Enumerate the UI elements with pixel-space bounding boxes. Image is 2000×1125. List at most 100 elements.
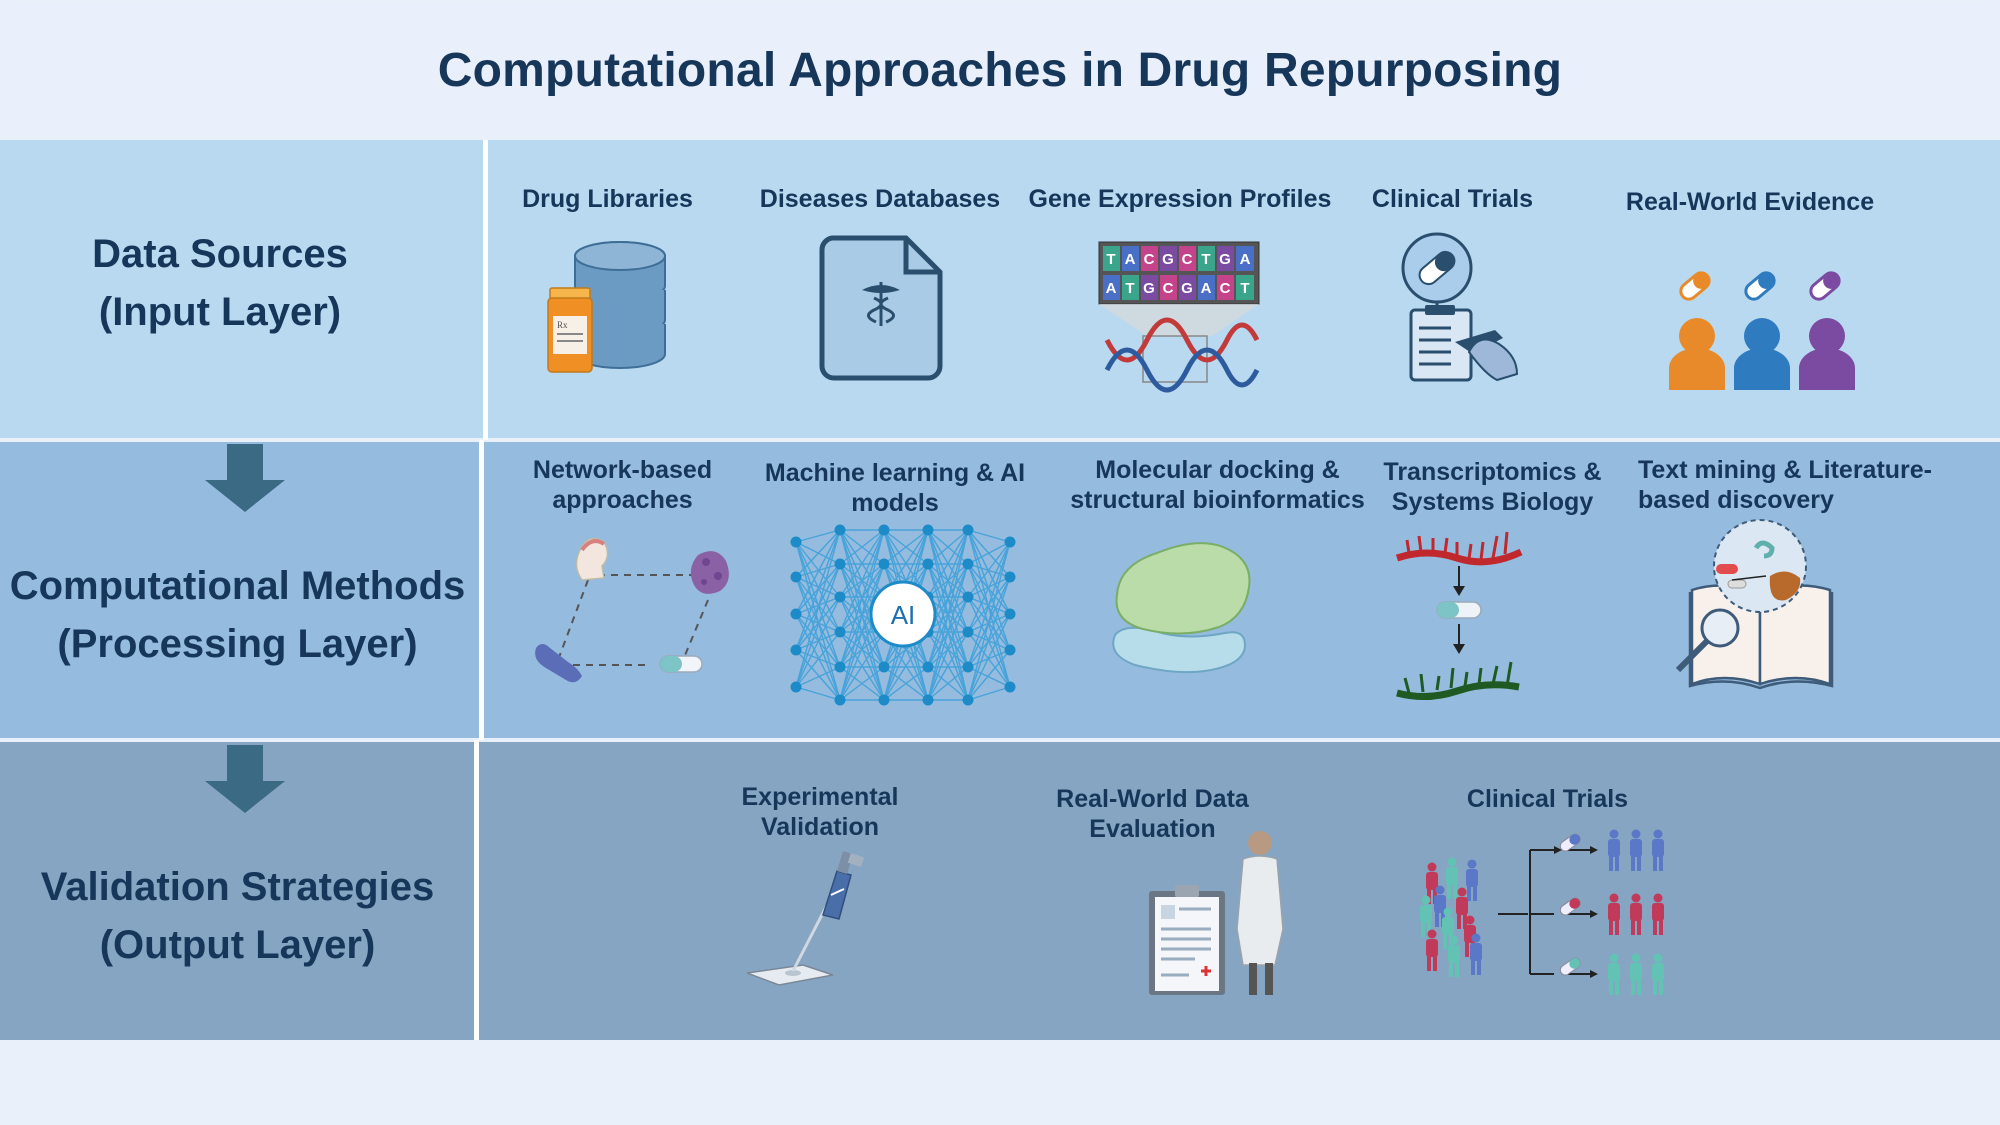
network-node xyxy=(834,558,846,570)
network-edge xyxy=(967,563,1011,615)
item-title-docking: Molecular docking & structural bioinform… xyxy=(1060,455,1375,515)
network-edge xyxy=(927,529,969,565)
clipboard-pill-icon xyxy=(1401,232,1519,382)
layer-label-input: Data Sources (Input Layer) xyxy=(20,225,420,341)
database-pill-bottle-icon: Rx xyxy=(547,241,666,373)
protein-docking-icon xyxy=(1112,542,1251,674)
layer-label-line: Computational Methods xyxy=(9,564,466,608)
svg-text:G: G xyxy=(1162,251,1174,268)
item-title-gene-expression: Gene Expression Profiles xyxy=(1028,185,1332,213)
person-icon xyxy=(1446,857,1458,899)
network-edge xyxy=(839,563,885,701)
network-node xyxy=(1004,644,1016,656)
pipette-icon xyxy=(746,851,865,986)
network-edge xyxy=(795,541,841,598)
network-node xyxy=(1004,608,1016,620)
network-node xyxy=(962,661,974,673)
network-edge xyxy=(967,631,1011,688)
network-edge xyxy=(839,529,885,565)
network-edge xyxy=(967,666,1011,688)
item-title-line: approaches xyxy=(552,486,693,514)
network-edge xyxy=(927,631,969,701)
network-edge xyxy=(795,529,841,543)
item-title-real-world-data: Real-World Data Evaluation xyxy=(1040,784,1265,844)
item-title-line: Systems Biology xyxy=(1391,488,1594,516)
network-node xyxy=(878,661,890,673)
item-title-line: based discovery xyxy=(1638,486,1834,514)
item-title-line: Real-World Data xyxy=(1056,785,1249,813)
svg-text:A: A xyxy=(1106,280,1117,297)
item-title-line: models xyxy=(851,489,939,517)
network-edge xyxy=(795,529,841,578)
network-edge xyxy=(883,666,929,701)
network-node xyxy=(922,694,934,706)
rna-transcription-icon xyxy=(1395,531,1523,700)
patients-pills-icon xyxy=(1669,271,1855,390)
network-edge xyxy=(967,576,1011,701)
network-node xyxy=(922,524,934,536)
medical-document-icon xyxy=(819,235,943,381)
item-title-clinical-trials-validation: Clinical Trials xyxy=(1466,785,1629,813)
network-node xyxy=(962,591,974,603)
network-edge xyxy=(795,576,841,668)
network-node xyxy=(834,524,846,536)
network-edge xyxy=(967,596,1011,688)
network-node xyxy=(878,524,890,536)
svg-text:A: A xyxy=(1240,251,1251,268)
person-icon xyxy=(1652,953,1664,995)
person-icon xyxy=(1456,887,1468,929)
svg-text:T: T xyxy=(1240,280,1249,297)
network-edge xyxy=(795,666,841,688)
svg-text:C: C xyxy=(1220,280,1231,297)
person-icon xyxy=(1630,893,1642,935)
network-node xyxy=(834,694,846,706)
network-edge xyxy=(795,576,841,701)
network-node xyxy=(878,694,890,706)
svg-text:A: A xyxy=(1201,280,1212,297)
network-node xyxy=(922,558,934,570)
neural-network-icon: AI xyxy=(790,524,1016,706)
item-title-line: Network-based xyxy=(532,456,713,484)
item-title-transcriptomics: Transcriptomics & Systems Biology xyxy=(1375,457,1610,517)
network-edge xyxy=(795,596,841,688)
network-node xyxy=(962,524,974,536)
page-title: Computational Approaches in Drug Repurpo… xyxy=(437,43,1563,97)
network-node xyxy=(834,591,846,603)
item-title-experimental: Experimental Validation xyxy=(720,782,920,842)
doctor-clipboard-icon xyxy=(1149,831,1284,995)
network-edge xyxy=(927,563,969,701)
layer-label-output: Validation Strategies (Output Layer) xyxy=(20,858,455,974)
network-edge xyxy=(795,529,841,651)
item-title-diseases-databases: Diseases Databases xyxy=(759,185,1001,213)
network-edge xyxy=(927,529,969,598)
down-arrow-icon xyxy=(205,745,285,813)
item-title-clinical-trials: Clinical Trials xyxy=(1371,185,1534,213)
svg-text:G: G xyxy=(1143,280,1155,297)
item-title-text-mining: Text mining & Literature- based discover… xyxy=(1638,455,1948,515)
network-node xyxy=(922,661,934,673)
svg-text:T: T xyxy=(1125,280,1134,297)
network-edge xyxy=(795,576,841,633)
item-title-line: structural bioinformatics xyxy=(1070,486,1365,514)
network-edge xyxy=(839,529,885,668)
network-edge xyxy=(967,529,1011,543)
item-title-line: Validation xyxy=(760,813,880,841)
item-title-line: Transcriptomics & xyxy=(1383,458,1602,486)
person-icon xyxy=(1630,829,1642,871)
network-edge xyxy=(839,666,885,701)
network-node xyxy=(790,571,802,583)
network-node xyxy=(834,626,846,638)
book-magnifier-icon xyxy=(1675,519,1834,690)
network-edge xyxy=(927,666,969,701)
down-arrow-icon xyxy=(205,444,285,512)
layer-label-line: (Processing Layer) xyxy=(57,622,418,666)
svg-text:T: T xyxy=(1201,251,1210,268)
network-edge xyxy=(927,529,969,701)
layer-label-line: (Output Layer) xyxy=(99,923,376,967)
dna-sequence-icon: T A C G C T G A A T G C G A C T xyxy=(1098,241,1260,393)
person-icon xyxy=(1420,895,1432,937)
network-node xyxy=(790,536,802,548)
network-edge xyxy=(927,596,969,701)
network-edge xyxy=(839,529,885,633)
network-edge xyxy=(795,576,841,598)
